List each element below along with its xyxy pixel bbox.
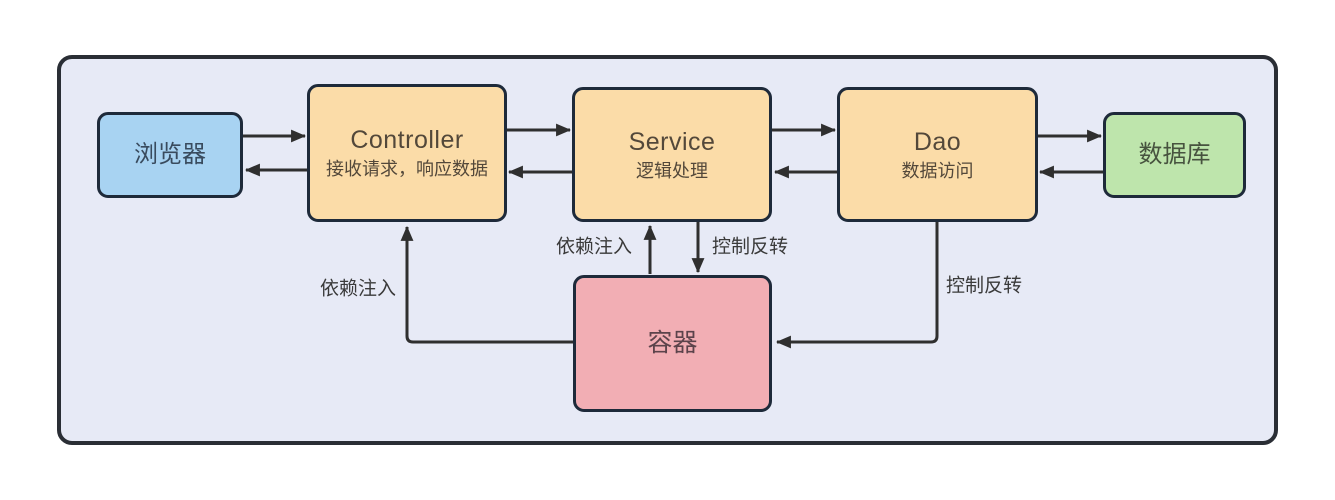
node-browser-label: 浏览器 [134,141,206,168]
node-service-title: Service [628,127,716,156]
node-container: 容器 [573,275,772,412]
node-service-subtitle: 逻辑处理 [636,160,708,181]
node-controller: Controller 接收请求，响应数据 [307,84,507,222]
edge-label-inversion-of-control-service: 控制反转 [711,236,789,258]
node-controller-title: Controller [350,126,464,154]
edge-label-dependency-injection-controller: 依赖注入 [319,278,397,300]
node-dao-title: Dao [913,127,962,156]
node-database: 数据库 [1103,112,1246,198]
node-dao: Dao 数据访问 [837,87,1038,222]
node-browser: 浏览器 [97,112,243,198]
node-dao-subtitle: 数据访问 [901,160,974,181]
edge-label-inversion-of-control-dao: 控制反转 [945,275,1023,297]
node-controller-subtitle: 接收请求，响应数据 [326,159,488,179]
node-database-label: 数据库 [1138,141,1211,168]
node-container-label: 容器 [647,329,698,357]
node-service: Service 逻辑处理 [572,87,772,222]
edge-label-dependency-injection-service: 依赖注入 [555,236,633,258]
